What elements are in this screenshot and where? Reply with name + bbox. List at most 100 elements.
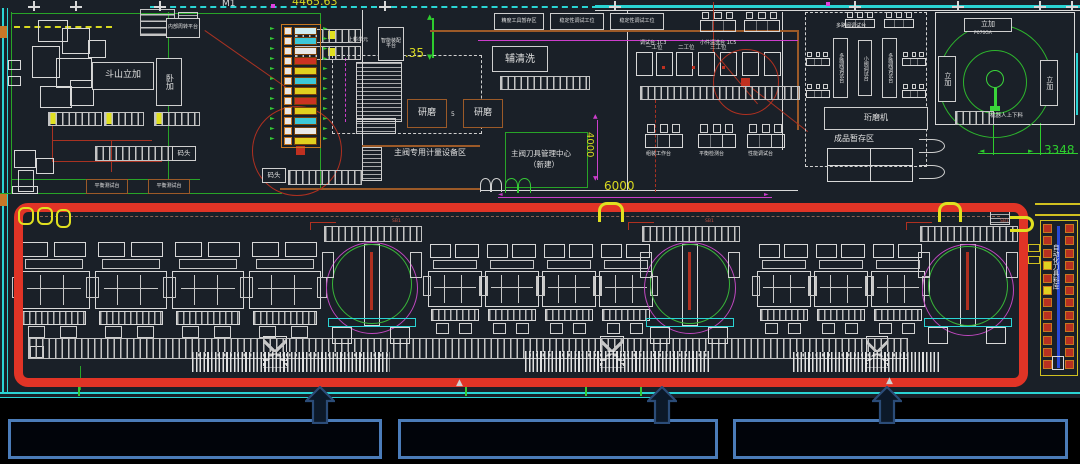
cnc-machine	[594, 244, 658, 334]
robot-reach-circle	[326, 242, 418, 334]
arrow-icon: ►	[270, 125, 275, 132]
robot-leader	[310, 222, 336, 223]
label-dim-4000: 4000	[584, 132, 595, 158]
robot-leader	[310, 222, 311, 230]
line	[827, 165, 913, 166]
rack-cell	[1065, 286, 1074, 295]
outline-rect	[8, 76, 21, 86]
workbench	[845, 12, 875, 28]
label-smart-assembly: 智能装配平台	[378, 27, 404, 61]
label-dim-arrow: ▲	[593, 113, 598, 120]
robot-reach-circle-inner	[650, 244, 730, 324]
line	[345, 58, 346, 122]
line	[480, 190, 798, 191]
label-vmc-top-code: P070GA	[974, 31, 992, 36]
label-robot-tag-1: SB1	[392, 219, 401, 224]
label-station-3: 三工位	[710, 45, 727, 51]
outline-rect	[56, 58, 92, 88]
outline-rect	[32, 46, 60, 78]
cabinet-cell	[284, 107, 292, 115]
line	[597, 120, 598, 180]
line	[7, 8, 8, 394]
label-dock-1: 码头	[172, 146, 196, 161]
cnc-machine	[752, 244, 816, 334]
arrow-icon: ►	[323, 75, 328, 82]
arrow-icon: ►	[323, 125, 328, 132]
label-dim-4465: 4465.63	[292, 0, 338, 8]
cabinet-cell	[284, 57, 292, 65]
label-room-hmc: 卧加	[156, 58, 182, 106]
workbench	[747, 124, 785, 148]
line	[640, 386, 642, 396]
label-precision-tool-storage: 精度工具暂存区	[494, 13, 544, 30]
small-label-box	[356, 62, 402, 122]
robot-leader	[906, 222, 932, 223]
arrow-icon: ►	[270, 35, 275, 42]
line	[595, 10, 1080, 11]
fill-block	[990, 106, 1000, 111]
tick-mark	[854, 1, 856, 11]
label-room-aux-clean: 辅清洗	[492, 46, 548, 72]
robot-track	[646, 318, 734, 327]
line	[40, 216, 1000, 217]
door-swing-arc	[919, 139, 945, 153]
cabinet-cell	[294, 127, 317, 135]
rack-cell	[1043, 236, 1052, 246]
label-dim-arrow: ►	[764, 191, 769, 198]
rack-cell	[1065, 348, 1074, 357]
line	[280, 188, 480, 190]
rack-cell	[1065, 248, 1074, 258]
label-clean-bench-1c5: 小件清洗台 1C5	[700, 40, 737, 46]
label-dock-2: 码头	[262, 168, 286, 183]
robot-cell-conveyor	[642, 226, 740, 242]
door-opening-icon	[938, 202, 962, 222]
tick-mark	[1071, 1, 1073, 11]
robot-leader	[628, 222, 629, 230]
arrow-icon: ►	[323, 65, 328, 72]
label-stability-station-1: 稳定性调试工位	[550, 13, 604, 30]
label-marker-triangle: ▲	[886, 376, 893, 386]
outline-rect	[505, 132, 588, 188]
cnc-machine	[537, 244, 601, 334]
fill-block	[296, 146, 305, 155]
workbench	[645, 124, 683, 148]
cabinet-cell	[284, 77, 292, 85]
dashed-zone	[332, 55, 482, 134]
label-small-valve-test: 小阀调试台	[858, 40, 872, 96]
workbench	[698, 124, 736, 148]
outline-rect	[18, 170, 34, 192]
up-arrow-1	[303, 385, 337, 425]
label-bench-assembly: 组装工作台	[646, 151, 672, 157]
line	[1035, 214, 1080, 216]
line	[14, 26, 112, 28]
arrow-icon: ►	[270, 65, 275, 72]
robot-side-unit	[918, 252, 930, 278]
door-swing-arc	[480, 178, 491, 192]
arrow-icon: ►	[323, 105, 328, 112]
label-multiway-valve-test: 多路阀调试台	[836, 23, 867, 29]
label-area-tool-center: 主阀刀具管理中心	[511, 149, 571, 158]
robot-side-unit	[728, 252, 740, 278]
pallet-marker	[18, 207, 34, 225]
arrow-icon: ►	[270, 105, 275, 112]
arrow-icon: ►	[270, 45, 275, 52]
arrow-icon: ►	[323, 85, 328, 92]
outline-rect	[38, 20, 68, 42]
cabinet-cell	[294, 117, 317, 125]
label-grinding-2: 研磨	[463, 99, 503, 128]
outline-rect	[12, 186, 38, 194]
label-area-finished-storage: 成品暂存区	[834, 134, 874, 143]
robot-leader	[906, 222, 907, 230]
annotation-noise	[525, 351, 710, 372]
fill-block	[692, 66, 695, 69]
outline-rect	[656, 52, 673, 76]
fill-block	[722, 66, 725, 69]
pallet-marker	[56, 209, 71, 228]
cabinet-cell	[294, 47, 317, 55]
arrow-icon: ►	[270, 115, 275, 122]
rack-cell	[1043, 323, 1052, 333]
robot-station	[390, 327, 410, 344]
tick-mark	[159, 1, 161, 11]
